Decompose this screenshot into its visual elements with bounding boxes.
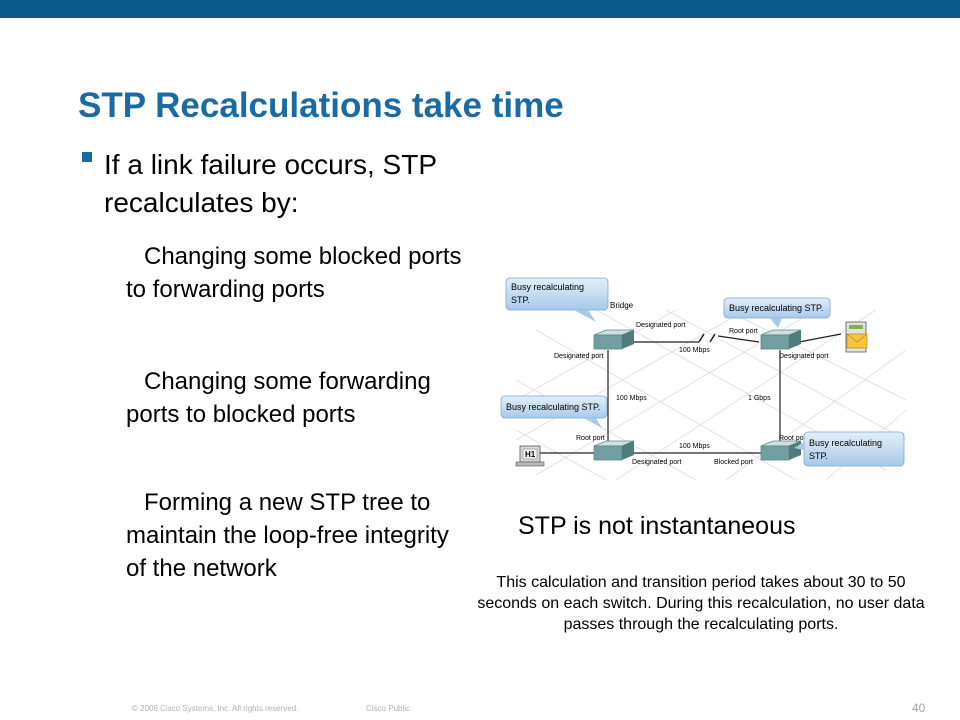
sub-item-2: Changing some forwarding ports to blocke… [126,368,431,428]
headline-text: STP is not instantaneous [518,512,796,540]
blocked-port-label: Blocked port [714,459,753,466]
switch-icon-bottom-left [593,440,635,461]
callout-top-left-line-2: STP. [511,295,530,305]
switch-icon-bottom-right [760,440,802,461]
designated-port-left-label: Designated port [554,353,603,360]
link-right-speed-label: 1 Gbps [748,395,771,402]
root-port-right-label: Root po [779,435,804,442]
footer-classification: Cisco Public [366,704,411,713]
designated-port-right-label: Designated port [779,353,828,360]
slide-title: STP Recalculations take time [78,86,564,125]
broken-link-icon [698,333,716,343]
link-top-speed-label: 100 Mbps [679,347,710,354]
callout-top-right-text: Busy recalculating STP. [729,303,823,313]
callout-bottom-right: Busy recalculating STP. [794,431,905,467]
sub-item-1: Changing some blocked ports to forwardin… [126,243,462,303]
top-banner [0,0,960,18]
callout-mid-left: Busy recalculating STP. [500,395,608,428]
designated-port-bottom-label: Designated port [632,459,681,466]
svg-text:Busy recalculating STP.: Busy recalculating STP. [511,282,587,305]
server-mail-icon [845,321,868,353]
link-server [798,333,842,343]
root-port-left-label: Root port [576,435,605,442]
link-left-speed-label: 100 Mbps [616,395,647,402]
switch-icon-top-right [760,329,802,350]
stp-topology-diagram: H1 Busy recalculating STP. Busy recalcul… [500,277,907,480]
link-top-right-segment [717,335,760,343]
host-h1-icon [515,445,545,467]
callout-bottom-right-line-1: Busy recalculating [809,438,882,448]
sub-item-3: Forming a new STP tree to maintain the l… [126,489,449,582]
host-label: H1 [525,450,536,459]
link-bottom-speed-label: 100 Mbps [679,443,710,450]
svg-text:Busy recalculating STP.: Busy recalculating STP. [809,438,885,461]
main-bullet-text: If a link failure occurs, STP recalculat… [104,149,437,218]
page-number: 40 [912,701,926,715]
footer-copyright: © 2006 Cisco Systems, Inc. All rights re… [132,704,299,713]
square-bullet-icon [82,152,92,162]
callout-top-left: Busy recalculating STP. [505,277,609,322]
callout-top-left-line-1: Busy recalculating [511,282,584,292]
description-text: This calculation and transition period t… [477,574,925,633]
switch-icon-top-left [593,329,635,350]
callout-bottom-right-line-2: STP. [809,451,828,461]
callout-mid-left-text: Busy recalculating STP. [506,402,600,412]
bridge-label: Bridge [610,301,634,310]
callout-top-right: Busy recalculating STP. [723,297,831,328]
designated-port-top-label: Designated port [636,322,685,329]
root-port-top-label: Root port [729,328,758,335]
